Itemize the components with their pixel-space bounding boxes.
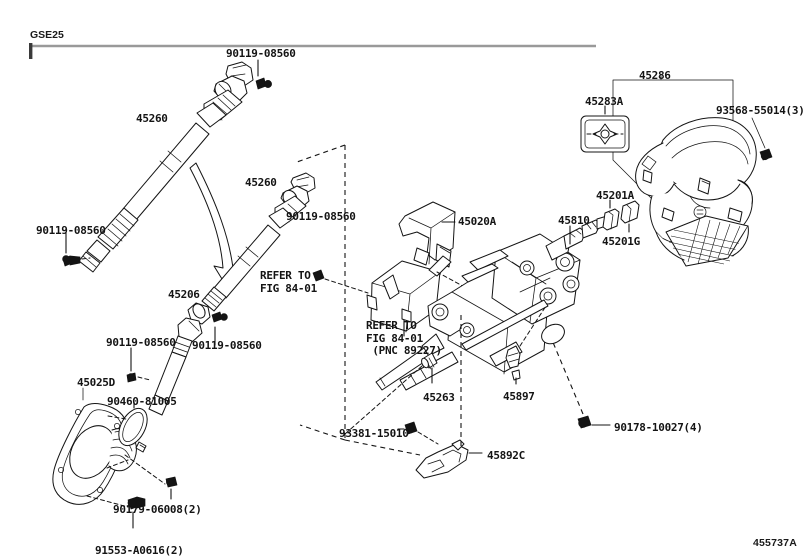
callout-45201a-bush: 45201A (596, 189, 634, 202)
bolt-90119-08560-upper-joint (255, 59, 272, 90)
callout-45892c-cover: 45892C (487, 449, 525, 462)
part-45025d-hole-cover (52, 387, 178, 529)
callout-90119-08560-mid-joint: 90119-08560 (286, 210, 356, 223)
callout-90179-06008-nut: 90179-06008(2) (113, 503, 202, 516)
callout-refer-fig-84-01: REFER TO FIG 84-01 (260, 269, 317, 295)
bolt-90119-08560-lower-left (126, 347, 137, 383)
part-45206-intermediate-shaft (126, 302, 228, 416)
part-45263-bolt (344, 352, 438, 435)
callout-90119-08560-lower-left: 90119-08560 (106, 336, 176, 349)
model-code-label: GSE25 (30, 29, 64, 41)
callout-45260-upper-shaft: 45260 (136, 112, 168, 125)
callout-45263-bolt: 45263 (423, 391, 455, 404)
section-boundary (296, 144, 421, 456)
part-45260-lower-shaft (201, 172, 316, 312)
callout-90119-08560-boot-end: 90119-08560 (36, 224, 106, 237)
part-90460-81005-clamp (118, 402, 148, 453)
part-45892c-cover (415, 312, 483, 479)
callout-90178-10027-nut: 90178-10027(4) (614, 421, 703, 434)
callout-45810-lock-assembly: 45810 (558, 214, 590, 227)
part-45201g-bush (620, 200, 640, 233)
steering-column-assembly (375, 199, 640, 391)
nut-90179-06008 (165, 476, 178, 500)
part-93381-15010-screw (397, 421, 439, 445)
callout-45897-sensor: 45897 (503, 390, 535, 403)
callout-90119-08560-lower-right: 90119-08560 (192, 339, 262, 352)
part-45897-sensor (505, 305, 547, 385)
part-45201a-bush (602, 199, 620, 231)
callout-90119-08560-upper-joint: 90119-08560 (226, 47, 296, 60)
bolt-90119-08560-boot-end (62, 255, 81, 267)
nut-90178-10027 (551, 339, 611, 429)
callout-91553-a0616-bolt: 91553-A0616(2) (95, 544, 184, 557)
part-refer-fig-8401-bolt (312, 269, 369, 294)
callout-45286-column-cover: 45286 (639, 69, 671, 82)
callout-93381-15010-screw: 93381-15010 (339, 427, 409, 440)
bolt-90119-08560-lower-right (211, 311, 228, 346)
callout-45020a-column-bracket: 45020A (458, 215, 496, 228)
bolt-91553-a0616 (127, 496, 146, 529)
callout-45206-intermediate-shaft: 45206 (168, 288, 200, 301)
callout-refer-fig-84-01-pnc-89227: REFER TO FIG 84-01 (PNC 89227) (366, 319, 442, 357)
figure-code-label: 455737A (752, 537, 797, 549)
callout-45201g-bush: 45201G (602, 235, 640, 248)
callout-90460-81005-clamp: 90460-81005 (107, 395, 177, 408)
part-45260-upper-shaft (62, 61, 254, 273)
part-45286-column-cover (580, 75, 757, 267)
callout-93568-55014-screw: 93568-55014(3) (716, 104, 805, 117)
callout-45283a-clip: 45283A (585, 95, 623, 108)
screw-93568-55014 (751, 117, 773, 161)
callout-45025d-hole-cover: 45025D (77, 376, 115, 389)
cover-grille-panel (665, 215, 749, 267)
part-45283a-clip-detail (580, 105, 630, 153)
callout-45260-lower-shaft: 45260 (245, 176, 277, 189)
